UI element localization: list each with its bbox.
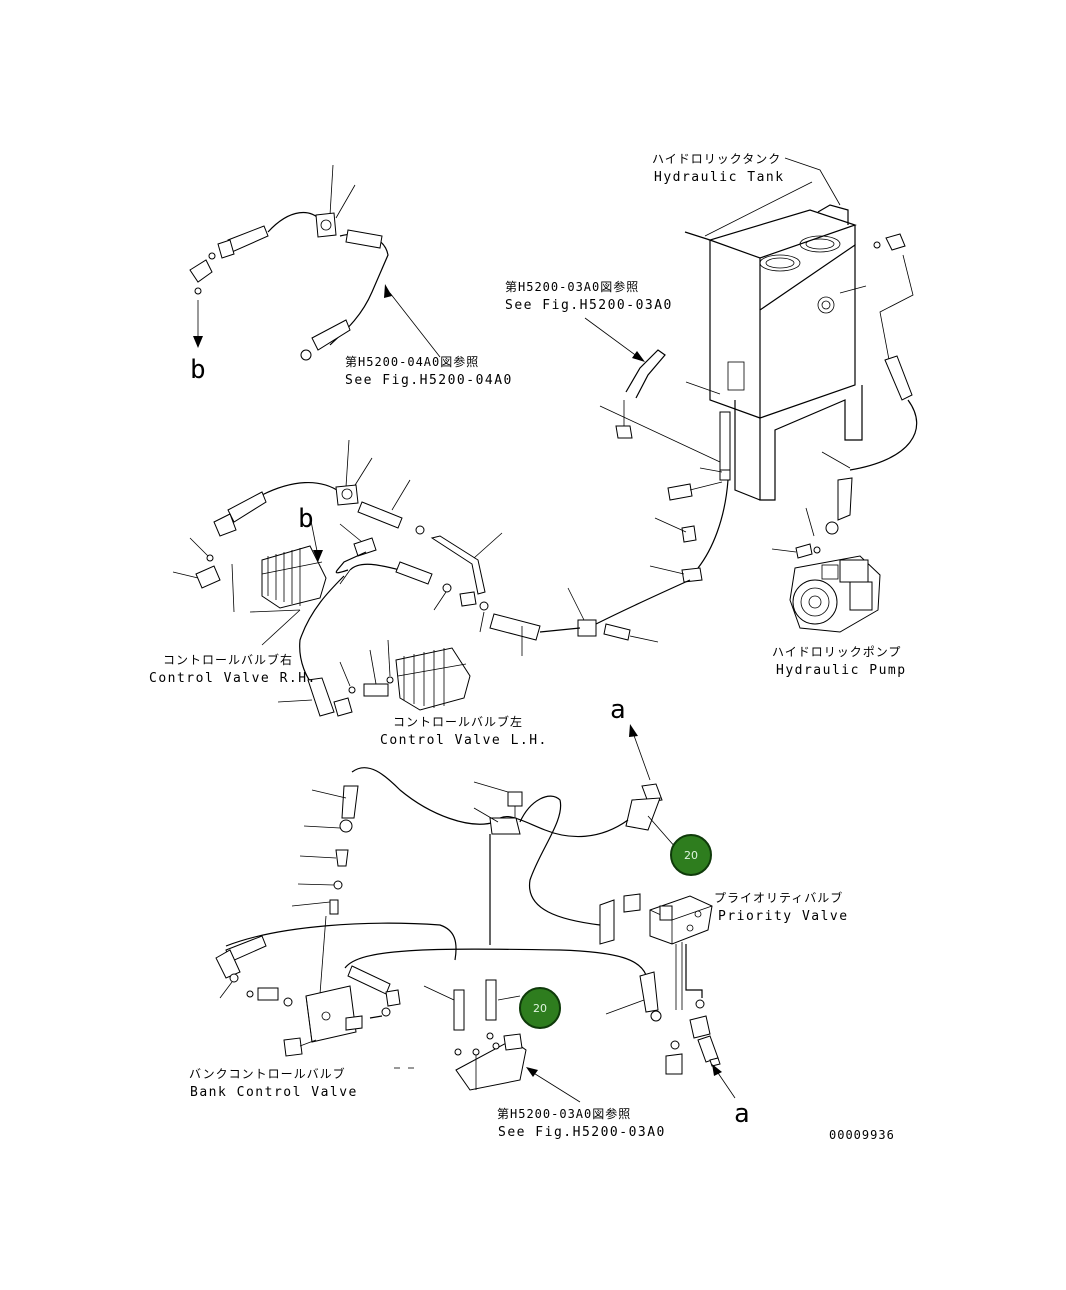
ref-04a0-label-en: See Fig.H5200-04A0	[345, 373, 513, 388]
control-valve-rh	[249, 545, 327, 646]
ref-03a0-top-pointer	[584, 317, 666, 439]
priority-valve-label-en: Priority Valve	[718, 909, 849, 924]
callout-badge-1-circle	[670, 834, 712, 876]
callout-badge-1-label: 20	[684, 849, 698, 862]
callout-badge-1[interactable]: 20	[670, 834, 712, 876]
hose-to-b-assembly	[189, 164, 441, 361]
connector-a-bottom: a	[734, 1099, 750, 1129]
ref-03a0-bottom-pointer	[526, 1067, 581, 1103]
lower-hose-assembly	[215, 724, 677, 1031]
control-valve-rh-label-en: Control Valve R.H.	[149, 671, 317, 686]
ref-03a0-top-label-en: See Fig.H5200-03A0	[505, 298, 673, 313]
hydraulic-pump-label-en: Hydraulic Pump	[776, 663, 907, 678]
hydraulic-tank-label-en: Hydraulic Tank	[654, 170, 785, 185]
callout-badge-2[interactable]: 20	[519, 987, 561, 1029]
control-valve-lh	[395, 647, 471, 711]
drawing-number: 00009936	[829, 1128, 895, 1142]
middle-hose-assembly	[172, 439, 659, 717]
control-valve-lh-label-en: Control Valve L.H.	[380, 733, 548, 748]
ref-03a0-bottom-label-en: See Fig.H5200-03A0	[498, 1125, 666, 1140]
ref-03a0-top-label-jp: 第H5200-03A0図参照	[505, 279, 639, 294]
hydraulic-tank-label-jp: ハイドロリックタンク	[652, 152, 781, 166]
callout-badge-2-circle	[519, 987, 561, 1029]
control-valve-lh-label-jp: コントロールバルブ左	[393, 714, 523, 729]
bank-control-valve-label-jp: バンクコントロールバルブ	[189, 1066, 346, 1081]
manifold-block	[454, 1032, 527, 1091]
control-valve-rh-label-jp: コントロールバルブ右	[163, 652, 293, 667]
bank-control-valve	[283, 985, 383, 1057]
callout-badge-2-label: 20	[533, 1002, 547, 1015]
priority-valve	[649, 895, 736, 1099]
connector-b-mid: b	[298, 504, 314, 534]
connector-b-top: b	[190, 355, 206, 385]
priority-valve-label-jp: プライオリティバルブ	[714, 890, 843, 905]
hydraulic-tank	[599, 157, 863, 501]
bank-control-valve-label-en: Bank Control Valve	[190, 1085, 358, 1100]
hydraulic-pump	[771, 543, 881, 633]
ref-04a0-label-jp: 第H5200-04A0図参照	[345, 354, 479, 369]
tank-return-fittings	[805, 233, 918, 537]
hydraulic-pump-label-jp: ハイドロリックポンプ	[772, 645, 901, 659]
tank-bolts-clamps	[595, 411, 731, 625]
connector-a-top: a	[610, 695, 626, 725]
ref-03a0-bottom-label-jp: 第H5200-03A0図参照	[497, 1106, 631, 1121]
